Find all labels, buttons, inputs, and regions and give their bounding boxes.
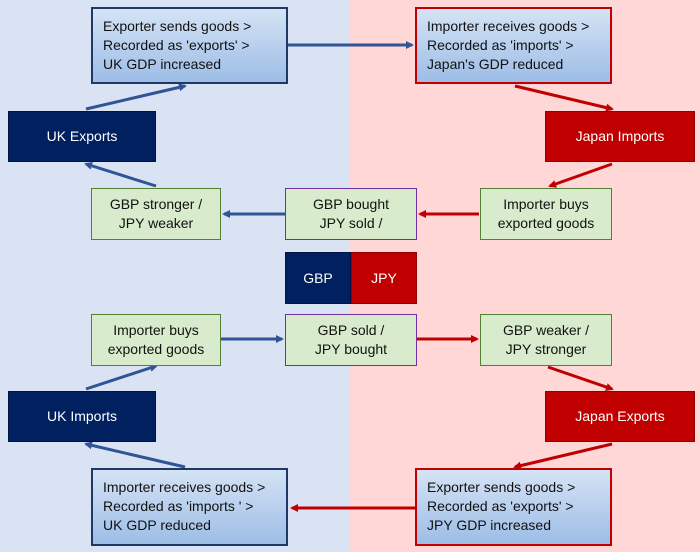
box-line: JPY sold / xyxy=(319,215,383,231)
arrow-importer-to-japan-imports xyxy=(514,84,614,112)
gbp-weaker-box: GBP weaker / JPY stronger xyxy=(480,314,612,366)
box-line: UK GDP increased xyxy=(103,56,222,72)
arrow-gbp-weaker-to-japan-exports xyxy=(547,365,614,391)
box-line: Exporter sends goods > xyxy=(427,479,576,495)
arrow-japan-imports-to-importer-buys xyxy=(548,162,613,188)
uk-imports-label: UK Imports xyxy=(46,408,117,424)
gbp-sold-box: GBP sold / JPY bought xyxy=(285,314,417,366)
box-line: Importer buys xyxy=(503,196,589,212)
box-line: exported goods xyxy=(107,341,205,357)
box-line: GBP weaker / xyxy=(502,322,590,338)
japan-exports-box: Japan Exports xyxy=(545,391,695,442)
gbp-label: GBP xyxy=(303,269,333,286)
box-line: exported goods xyxy=(497,215,595,231)
jpy-badge: JPY xyxy=(351,252,417,304)
arrow-uk-imports-to-importer-buys xyxy=(85,364,158,391)
box-line: GBP sold / xyxy=(317,322,385,338)
box-line: JPY GDP increased xyxy=(427,517,551,533)
box-line: JPY bought xyxy=(314,341,388,357)
box-line: GBP bought xyxy=(312,196,390,212)
box-line: Recorded as 'exports' > xyxy=(103,37,250,53)
arrow-gbp-stronger-to-uk-exports xyxy=(84,161,157,188)
japan-exports-label: Japan Exports xyxy=(575,408,665,424)
box-line: Importer receives goods > xyxy=(103,479,266,495)
box-line: Recorded as 'exports' > xyxy=(427,498,574,514)
box-line: JPY stronger xyxy=(505,341,587,357)
box-line: GBP stronger / xyxy=(109,196,203,212)
uk-exports-box: UK Exports xyxy=(8,111,156,162)
uk-exports-label: UK Exports xyxy=(46,128,118,144)
arrow-importer-to-uk-imports xyxy=(84,441,186,469)
importer-receives-goods-box-bottom: Importer receives goods > Recorded as 'i… xyxy=(91,468,288,546)
importer-receives-goods-box: Importer receives goods > Recorded as 'i… xyxy=(415,7,612,84)
jpy-label: JPY xyxy=(371,269,397,286)
box-line: Recorded as 'imports' > xyxy=(427,37,574,53)
box-line: JPY weaker xyxy=(118,215,194,231)
exporter-sends-goods-box: Exporter sends goods > Recorded as 'expo… xyxy=(91,7,288,84)
uk-imports-box: UK Imports xyxy=(8,391,156,442)
box-line: Importer receives goods > xyxy=(427,18,590,34)
arrow-uk-exports-to-exporter xyxy=(85,83,187,111)
japan-imports-box: Japan Imports xyxy=(545,111,695,162)
japan-imports-label: Japan Imports xyxy=(575,128,665,144)
importer-buys-box-top: Importer buys exported goods xyxy=(480,188,612,240)
box-line: Recorded as 'imports ' > xyxy=(103,498,254,514)
exporter-sends-goods-box-bottom: Exporter sends goods > Recorded as 'expo… xyxy=(415,468,612,546)
box-line: Importer buys xyxy=(113,322,199,338)
box-line: Exporter sends goods > xyxy=(103,18,252,34)
box-line: Japan's GDP reduced xyxy=(427,56,564,72)
gbp-bought-box: GBP bought JPY sold / xyxy=(285,188,417,240)
arrow-japan-exports-to-exporter xyxy=(513,442,613,470)
gbp-stronger-box: GBP stronger / JPY weaker xyxy=(91,188,221,240)
gbp-badge: GBP xyxy=(285,252,351,304)
box-line: UK GDP reduced xyxy=(103,517,211,533)
importer-buys-box-bottom: Importer buys exported goods xyxy=(91,314,221,366)
